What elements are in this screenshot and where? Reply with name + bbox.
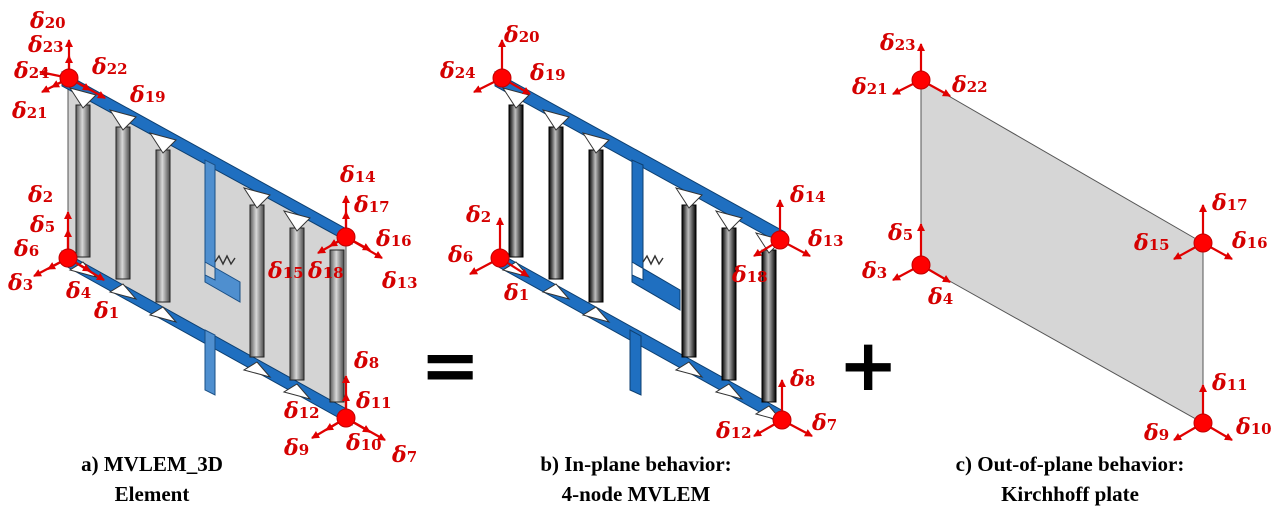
dof-label: δ6 [447, 242, 473, 268]
panel-b-dof-labels: δ20 δ24 δ19 δ14 δ13 δ18 δ2 δ6 δ1 δ8 δ12 … [439, 22, 844, 444]
panel-a-node-bottom-right [311, 375, 386, 441]
caption-a-line1: a) MVLEM_3D [81, 452, 223, 476]
dof-label: δ8 [789, 366, 815, 392]
dof-label: δ1 [503, 280, 529, 306]
panel-a-mvlem3d: δ20 δ23 δ24 δ22 δ19 δ21 δ14 δ17 δ16 δ15 … [7, 8, 418, 468]
dof-label: δ13 [381, 268, 418, 294]
dof-label: δ24 [439, 58, 476, 84]
dof-label: δ2 [27, 182, 53, 208]
panel-b-mvlem: δ20 δ24 δ19 δ14 δ13 δ18 δ2 δ6 δ1 δ8 δ12 … [439, 22, 844, 444]
dof-label: δ11 [1211, 370, 1248, 396]
dof-label: δ8 [353, 348, 379, 374]
dof-label: δ12 [283, 398, 320, 424]
panel-a-node-top-left [39, 39, 106, 99]
dof-label: δ7 [391, 442, 417, 468]
dof-label: δ21 [11, 98, 48, 124]
dof-label: δ9 [1143, 420, 1169, 446]
plus-sign: + [838, 323, 898, 407]
dof-label: δ17 [353, 192, 390, 218]
panel-a-node-bottom-left [33, 211, 105, 281]
panel-b-node-bottom-right [753, 379, 813, 437]
panel-a-strut-hinges [68, 87, 312, 400]
panel-b-spring [642, 254, 664, 266]
dof-label: δ19 [129, 82, 166, 108]
dof-label: δ21 [851, 74, 888, 100]
dof-label: δ1 [93, 298, 119, 324]
dof-label: δ4 [65, 278, 91, 304]
dof-label: δ16 [375, 226, 412, 252]
caption-c-line1: c) Out-of-plane behavior: [956, 452, 1185, 476]
dof-label: δ3 [7, 270, 33, 296]
dof-label: δ16 [1231, 228, 1268, 254]
panel-c-node-bottom-left [892, 223, 951, 283]
panel-c-node-top-left [892, 43, 951, 97]
dof-label: δ22 [951, 72, 988, 98]
dof-label: δ18 [731, 262, 768, 288]
dof-label: δ24 [13, 58, 50, 84]
dof-label: δ15 [1133, 230, 1170, 256]
panel-b-node-top-right [753, 199, 811, 257]
caption-b-line1: b) In-plane behavior: [540, 452, 731, 476]
dof-label: δ5 [29, 212, 55, 238]
panel-c-dof-labels: δ23 δ21 δ22 δ17 δ15 δ16 δ5 δ3 δ4 δ11 δ9 … [851, 30, 1272, 446]
dof-label: δ15 [267, 258, 304, 284]
equals-sign: = [420, 323, 480, 407]
panel-a-spring [214, 254, 236, 266]
dof-label: δ11 [355, 388, 392, 414]
dof-label: δ5 [887, 220, 913, 246]
panel-c-node-bottom-right [1173, 384, 1233, 441]
panel-c-kirchhoff-plate: δ23 δ21 δ22 δ17 δ15 δ16 δ5 δ3 δ4 δ11 δ9 … [851, 30, 1272, 446]
panel-b-shear-link [629, 159, 681, 396]
dof-label: δ10 [345, 430, 382, 456]
panel-a-struts [75, 104, 345, 403]
dof-label: δ6 [13, 236, 39, 262]
dof-label: δ2 [465, 202, 491, 228]
panel-c-node-top-right [1173, 204, 1233, 260]
caption-b-line2: 4-node MVLEM [562, 482, 711, 506]
panel-b-node-top-left [473, 39, 531, 95]
dof-label: δ3 [861, 258, 887, 284]
dof-label: δ20 [29, 8, 66, 34]
panel-a-dof-labels: δ20 δ23 δ24 δ22 δ19 δ21 δ14 δ17 δ16 δ15 … [7, 8, 418, 468]
dof-label: δ4 [927, 284, 953, 310]
dof-label: δ17 [1211, 190, 1248, 216]
dof-label: δ18 [307, 258, 344, 284]
dof-label: δ13 [807, 226, 844, 252]
dof-label: δ9 [283, 435, 309, 461]
dof-label: δ14 [789, 182, 826, 208]
caption-c-line2: Kirchhoff plate [1001, 482, 1139, 506]
panel-b-node-bottom-left [469, 217, 529, 277]
dof-label: δ10 [1235, 414, 1272, 440]
dof-label: δ23 [27, 32, 64, 58]
panel-a-shear-link [204, 159, 241, 396]
dof-label: δ19 [529, 60, 566, 86]
dof-label: δ20 [503, 22, 540, 48]
caption-a-line2: Element [115, 482, 190, 506]
dof-label: δ23 [879, 30, 916, 56]
dof-label: δ14 [339, 162, 376, 188]
dof-label: δ22 [91, 54, 128, 80]
dof-label: δ12 [715, 418, 752, 444]
dof-label: δ7 [811, 410, 837, 436]
panel-b-struts [508, 104, 777, 403]
panel-a-node-top-right [317, 195, 383, 259]
captions: a) MVLEM_3D Element b) In-plane behavior… [81, 452, 1184, 506]
